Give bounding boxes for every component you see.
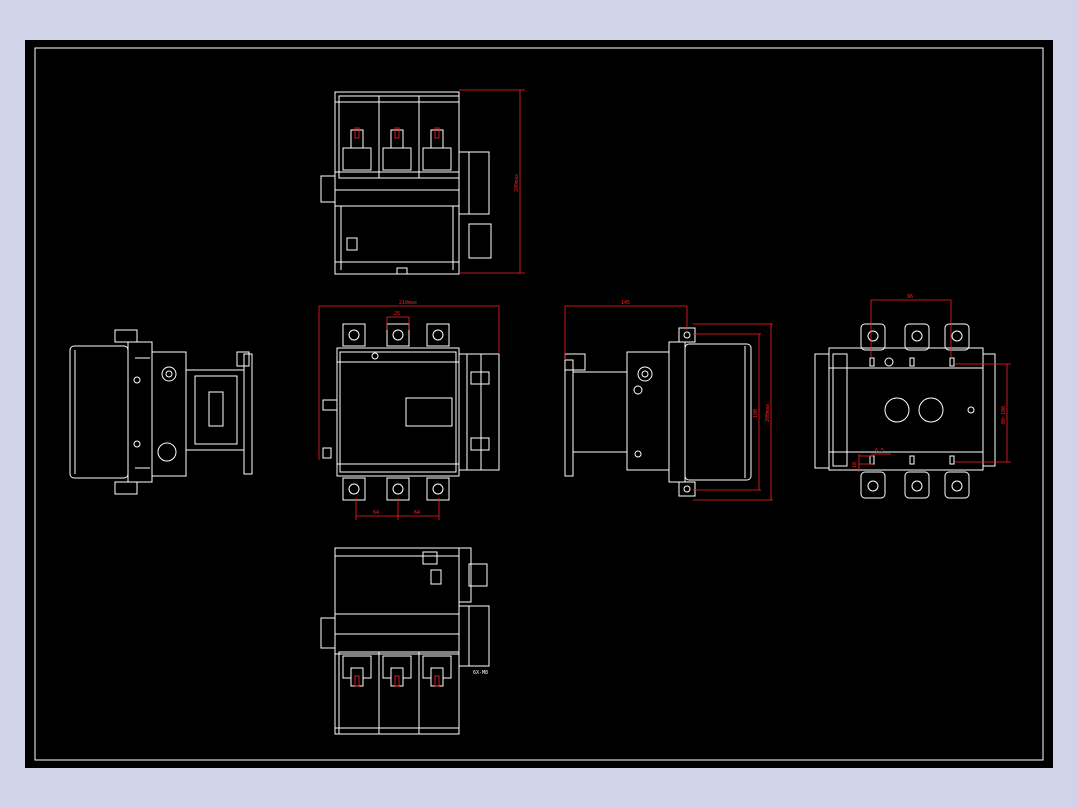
rear-width-label: 96: [907, 294, 913, 300]
front-pole-bottom-1-label: 64: [373, 510, 379, 516]
front-width-label: 210max: [399, 300, 417, 306]
side-depth-label: 145: [621, 300, 630, 306]
top-view: 280max: [320, 89, 525, 275]
cad-canvas[interactable]: 280max: [25, 40, 1053, 768]
rear-hole-small-1-label: 10: [852, 462, 858, 468]
front-pole-top-label: 25: [394, 311, 400, 317]
bottom-note-label: 6X-M8: [473, 670, 488, 676]
right-side-view: 145 180 200max: [564, 300, 773, 501]
front-pole-bottom-2-label: 64: [414, 510, 420, 516]
side-height-2-label: 200max: [765, 404, 771, 422]
cad-drawing: 280max: [34, 47, 1044, 761]
rear-view: 96 80~100 10 6.5: [814, 294, 1011, 499]
rear-hole-span-label: 80~100: [1001, 406, 1007, 424]
top-height-label: 280max: [514, 174, 520, 192]
drawing-frame: [34, 47, 1044, 761]
rear-hole-small-2-label: 6.5: [875, 448, 884, 454]
side-height-1-label: 180: [753, 409, 759, 418]
front-view: 210max 25 64 64: [318, 300, 500, 520]
left-side-view: [69, 329, 253, 495]
bottom-view: 6X-M8: [320, 547, 490, 735]
